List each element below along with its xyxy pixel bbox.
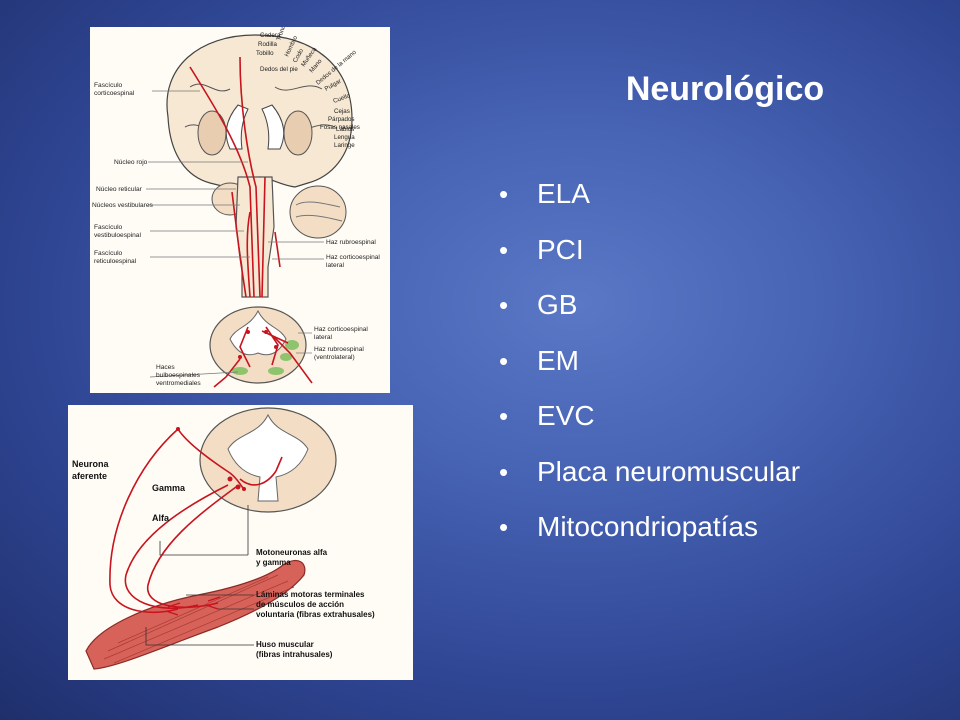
label-nucleo-rojo: Núcleo rojo	[114, 159, 148, 166]
label-alfa: Alfa	[152, 513, 170, 523]
label-haz-rubroespinal-ventrolateral-2: (ventrolateral)	[314, 354, 355, 361]
label-haces-bulboespinales: Haces	[156, 364, 175, 371]
label-fasciculo-corticoespinal-2: corticoespinal	[94, 90, 135, 97]
label-motoneuronas-2: y gamma	[256, 558, 291, 567]
homunculus-label: Labios	[336, 126, 354, 133]
label-laminas-2: de músculos de acción	[256, 600, 344, 609]
label-fasciculo-vestibuloespinal: Fascículo	[94, 224, 123, 231]
homunculus-label: Cejas	[334, 108, 350, 115]
homunculus-label: Laringe	[334, 142, 355, 149]
label-motoneuronas: Motoneuronas alfa	[256, 548, 328, 557]
bullet-item: PCI	[495, 226, 800, 282]
motor-pathways-figure: Cadera Rodilla Tobillo Dedos del pie Tro…	[90, 27, 390, 393]
motor-neuron-diagram: Neurona aferente Gamma Alfa Motoneuronas…	[72, 407, 375, 670]
label-fasciculo-reticuloespinal: Fascículo	[94, 250, 123, 257]
label-gamma: Gamma	[152, 483, 186, 493]
label-nucleo-reticular: Núcleo reticular	[96, 186, 143, 193]
homunculus-label: Dedos del pie	[260, 66, 298, 73]
label-haz-corticoespinal-lateral: Haz corticoespinal	[326, 254, 380, 261]
label-haz-rubroespinal: Haz rubroespinal	[326, 239, 376, 246]
bullet-item: ELA	[495, 170, 800, 226]
homunculus-label: Cadera	[260, 32, 281, 39]
homunculus-label: Párpados	[328, 116, 355, 123]
label-laminas-3: voluntaria (fibras extrahusales)	[256, 610, 375, 619]
motor-neuron-figure: Neurona aferente Gamma Alfa Motoneuronas…	[68, 405, 413, 680]
label-laminas: Láminas motoras terminales	[256, 590, 365, 599]
label-fasciculo-corticoespinal: Fascículo	[94, 82, 123, 89]
homunculus-label: Rodilla	[258, 41, 277, 48]
bullet-item: EVC	[495, 392, 800, 448]
label-haces-bulboespinales-3: ventromediales	[156, 380, 201, 387]
homunculus-label: Fosas nasales	[320, 124, 360, 131]
label-huso-2: (fibras intrahusales)	[256, 650, 333, 659]
bullet-item: EM	[495, 337, 800, 393]
bullet-item: Placa neuromuscular	[495, 448, 800, 504]
label-neurona-aferente-2: aferente	[72, 471, 107, 481]
label-nucleos-vestibulares: Núcleos vestibulares	[92, 202, 154, 209]
bullet-item: GB	[495, 281, 800, 337]
label-haz-corticoespinal-lateral-2: lateral	[326, 262, 344, 269]
homunculus-label: Lengua	[334, 134, 355, 141]
label-neurona-aferente: Neurona	[72, 459, 110, 469]
bullet-list: ELA PCI GB EM EVC Placa neuromuscular Mi…	[495, 170, 800, 559]
label-haces-bulboespinales-2: bulboespinales	[156, 372, 201, 379]
motor-pathways-diagram: Cadera Rodilla Tobillo Dedos del pie Tro…	[92, 27, 380, 388]
label-haz-corticoespinal-lateral-b2: lateral	[314, 334, 332, 341]
bullet-item: Mitocondriopatías	[495, 503, 800, 559]
label-fasciculo-vestibuloespinal-2: vestibuloespinal	[94, 232, 141, 239]
slide-title: Neurológico	[625, 70, 825, 108]
label-haz-corticoespinal-lateral-b: Haz corticoespinal	[314, 326, 368, 333]
label-haz-rubroespinal-ventrolateral: Haz rubroespinal	[314, 346, 364, 353]
label-fasciculo-reticuloespinal-2: reticuloespinal	[94, 258, 137, 265]
label-huso: Huso muscular	[256, 640, 314, 649]
homunculus-label: Tobillo	[256, 50, 274, 57]
